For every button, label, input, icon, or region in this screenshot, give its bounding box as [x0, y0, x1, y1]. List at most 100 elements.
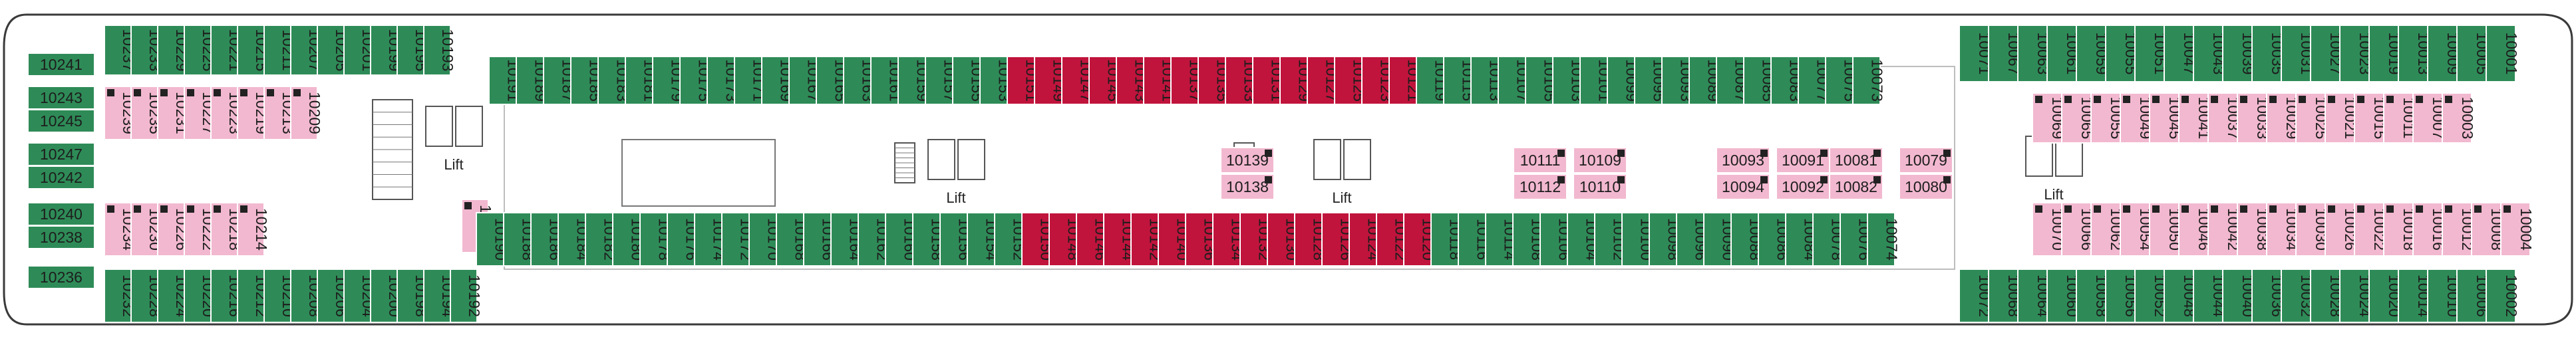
cabin-box — [652, 56, 681, 105]
cabin-10027[interactable]: 10027 — [2310, 25, 2344, 82]
cabin-10048[interactable]: 10048 — [2164, 269, 2198, 323]
cabin-10192[interactable]: 10192 — [450, 269, 483, 323]
cabin-10073[interactable]: 10073 — [1852, 56, 1886, 105]
cabin-10074[interactable]: 10074 — [1867, 212, 1901, 267]
cabin-box — [1512, 212, 1541, 267]
cabin-number: 10247 — [40, 146, 82, 163]
cabin-box — [2046, 269, 2077, 323]
cabin-box — [897, 56, 926, 105]
cabin-10247[interactable]: 10247 — [27, 142, 95, 166]
cabin-10094[interactable]: 10094 — [1716, 173, 1770, 200]
cabin-marker-icon — [1943, 176, 1951, 183]
cabin-10187[interactable]: 10187 — [543, 56, 577, 105]
cabin-marker-icon — [134, 89, 141, 96]
cabin-10085[interactable]: 10085 — [1743, 56, 1777, 105]
cabin-10004[interactable]: 10004 — [2500, 202, 2535, 257]
cabin-10054[interactable]: 10054 — [2120, 202, 2154, 257]
cabin-number: 10001 — [2503, 33, 2520, 75]
cabin-10226[interactable]: 10226 — [157, 202, 190, 257]
cabin-10072[interactable]: 10072 — [1959, 269, 1993, 323]
cabin-10170[interactable]: 10170 — [748, 212, 782, 267]
cabin-box — [1621, 212, 1650, 267]
cabin-box — [1239, 212, 1268, 267]
cabin-10035[interactable]: 10035 — [2251, 25, 2286, 82]
cabin-10245[interactable]: 10245 — [27, 109, 95, 133]
lift-icon: Lift — [927, 139, 985, 206]
cabin-10036[interactable]: 10036 — [2251, 269, 2286, 323]
cabin-10038[interactable]: 10038 — [2237, 202, 2271, 257]
cabin-10125[interactable]: 10125 — [1334, 56, 1368, 105]
cabin-10159[interactable]: 10159 — [897, 56, 931, 105]
cabin-marker-icon — [2064, 96, 2072, 103]
lift-label: Lift — [2044, 186, 2063, 203]
cabin-box — [2237, 202, 2267, 257]
cabin-10214[interactable]: 10214 — [237, 202, 270, 257]
cabin-10243[interactable]: 10243 — [27, 86, 95, 110]
cabin-number: 10073 — [1869, 59, 1886, 102]
cabin-10042[interactable]: 10042 — [2207, 202, 2242, 257]
cabin-10232[interactable]: 10232 — [104, 269, 137, 323]
cabin-10021[interactable]: 10021 — [2325, 92, 2359, 144]
cabin-10112[interactable]: 10112 — [1513, 173, 1567, 200]
cabin-box — [570, 56, 599, 105]
cabin-10028[interactable]: 10028 — [2310, 269, 2344, 323]
cabin-10081[interactable]: 10081 — [1829, 147, 1883, 173]
cabin-10229[interactable]: 10229 — [157, 25, 190, 76]
cabin-number: 10139 — [1226, 152, 1269, 169]
cabin-10001[interactable]: 10001 — [2486, 25, 2520, 82]
cabin-10039[interactable]: 10039 — [2222, 25, 2257, 82]
cabin-box — [1376, 212, 1404, 267]
cabin-marker-icon — [1820, 176, 1828, 183]
cabin-box — [1349, 212, 1377, 267]
cabin-10010[interactable]: 10010 — [2427, 269, 2462, 323]
cabin-10193[interactable]: 10193 — [423, 25, 456, 76]
cabin-number: 10243 — [40, 89, 82, 106]
cabin-marker-icon — [240, 89, 247, 96]
cabin-10071[interactable]: 10071 — [1959, 25, 1993, 82]
cabin-10139[interactable]: 10139 — [1220, 147, 1275, 173]
cabin-10236[interactable]: 10236 — [27, 265, 95, 289]
cabin-10043[interactable]: 10043 — [2193, 25, 2227, 82]
cabin-10020[interactable]: 10020 — [2368, 269, 2403, 323]
cabin-box — [237, 269, 265, 323]
cabin-box — [816, 56, 844, 105]
cabin-number: 10002 — [2503, 275, 2520, 317]
cabin-marker-icon — [1557, 176, 1565, 183]
cabin-10109[interactable]: 10109 — [1573, 147, 1627, 173]
cabin-10241[interactable]: 10241 — [27, 53, 95, 76]
cabin-10002[interactable]: 10002 — [2486, 269, 2520, 323]
cabin-10140[interactable]: 10140 — [1158, 212, 1192, 267]
cabin-box — [317, 269, 345, 323]
cabin-marker-icon — [2269, 205, 2277, 213]
cabin-box — [2134, 269, 2165, 323]
cabin-box — [263, 25, 291, 76]
cabin-10106[interactable]: 10106 — [1539, 212, 1573, 267]
cabin-box — [130, 25, 158, 76]
cabin-box — [397, 25, 424, 76]
cabin-box — [1770, 56, 1799, 105]
cabin-10237[interactable]: 10237 — [104, 25, 137, 76]
cabin-box — [423, 269, 451, 323]
cabin-box — [734, 56, 762, 105]
cabin-box — [1867, 212, 1895, 267]
cabin-box — [1959, 269, 1989, 323]
cabin-box — [1279, 56, 1308, 105]
cabin-10131[interactable]: 10131 — [1252, 56, 1286, 105]
cabin-10238[interactable]: 10238 — [27, 225, 95, 249]
cabin-10188[interactable]: 10188 — [503, 212, 537, 267]
cabin-10240[interactable]: 10240 — [27, 202, 95, 226]
cabin-10242[interactable]: 10242 — [27, 166, 95, 189]
cabin-10060[interactable]: 10060 — [2046, 269, 2081, 323]
cabin-marker-icon — [2240, 205, 2247, 213]
cabin-number: 10111 — [1520, 152, 1561, 169]
cabin-number: 10193 — [439, 29, 456, 72]
cabin-box — [1170, 56, 1199, 105]
cabin-10013[interactable]: 10013 — [2398, 25, 2432, 82]
cabin-marker-icon — [1617, 176, 1625, 183]
cabin-box — [423, 25, 451, 76]
cabin-10209[interactable]: 10209 — [290, 86, 323, 140]
cabin-10044[interactable]: 10044 — [2193, 269, 2227, 323]
cabin-box — [2339, 25, 2370, 82]
cabin-number: 10109 — [1579, 152, 1621, 169]
cabin-10005[interactable]: 10005 — [2456, 25, 2491, 82]
